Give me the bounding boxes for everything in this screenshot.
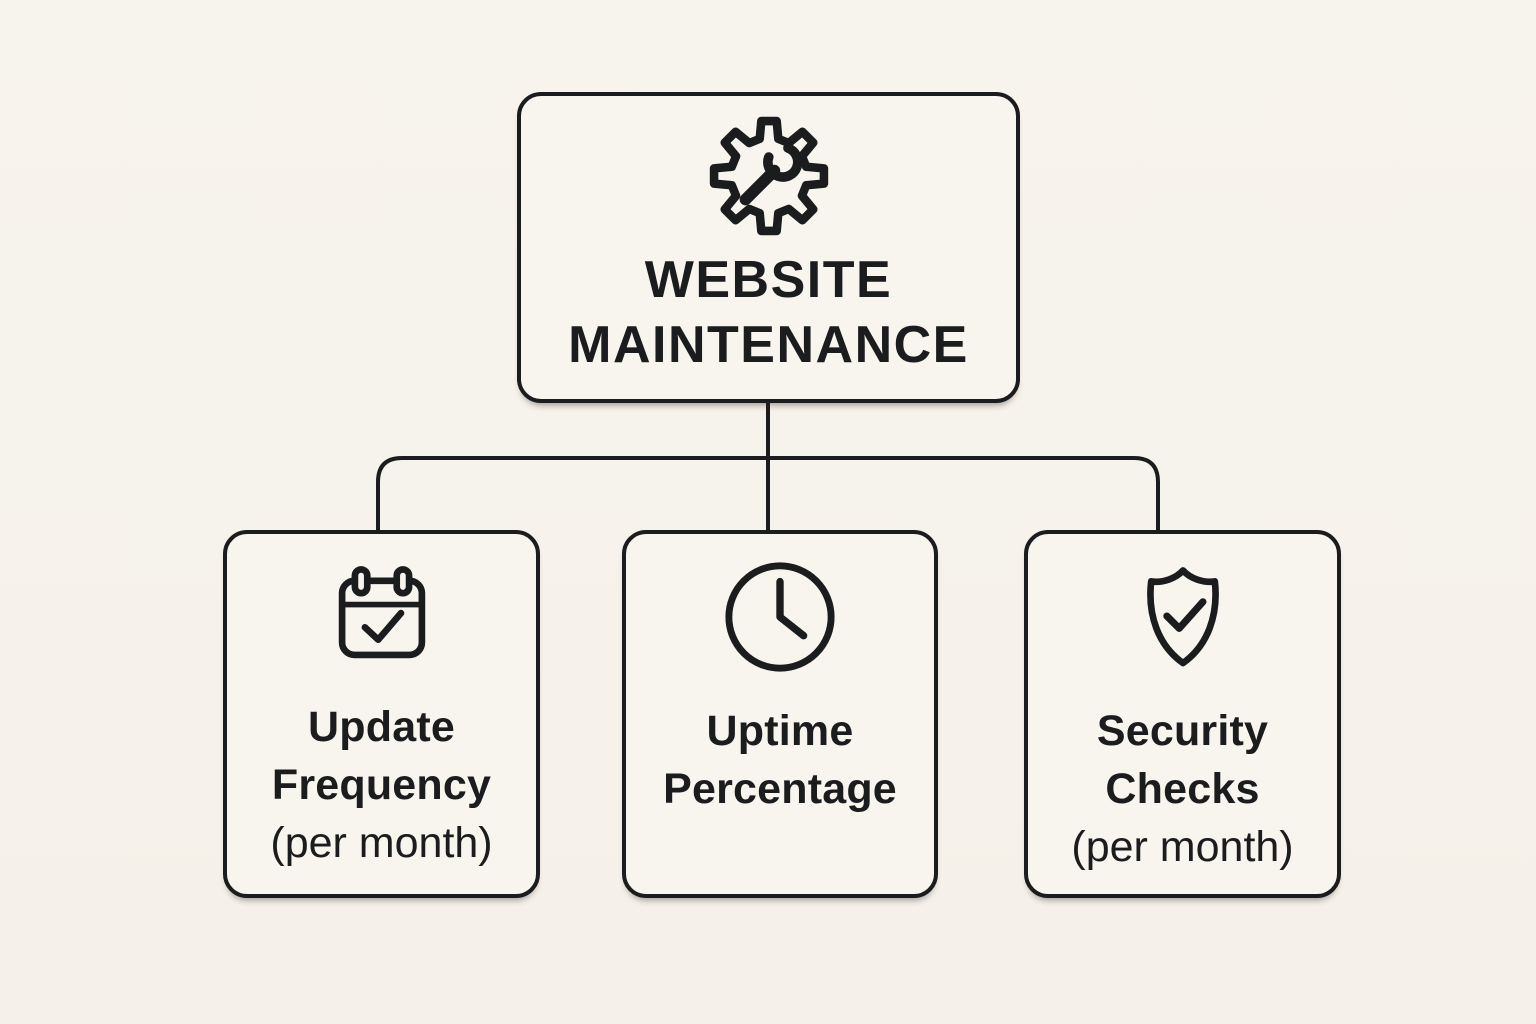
child-label-line2: Percentage <box>663 765 897 813</box>
root-title-line2: MAINTENANCE <box>568 316 969 374</box>
child-subtitle: (per month) <box>270 819 493 867</box>
clock-icon <box>721 558 839 676</box>
connector-bus <box>376 456 1160 531</box>
child-label-line1: Security <box>1096 707 1269 755</box>
node-website-maintenance: WEBSITE MAINTENANCE <box>517 92 1020 403</box>
child-label-line2: Checks <box>1105 765 1260 813</box>
node-uptime-percentage: Uptime Percentage <box>622 530 938 898</box>
shield-check-icon <box>1126 558 1240 676</box>
calendar-check-icon <box>325 558 439 672</box>
node-update-frequency: Update Frequency (per month) <box>223 530 540 898</box>
child-label-line2: Frequency <box>271 761 492 809</box>
child-label-line1: Uptime <box>706 707 854 755</box>
child-label-line1: Update <box>308 703 455 751</box>
child-subtitle: (per month) <box>1071 823 1294 871</box>
node-security-checks: Security Checks (per month) <box>1024 530 1341 898</box>
gear-wrench-icon <box>705 112 833 240</box>
root-title-line1: WEBSITE <box>644 251 893 309</box>
